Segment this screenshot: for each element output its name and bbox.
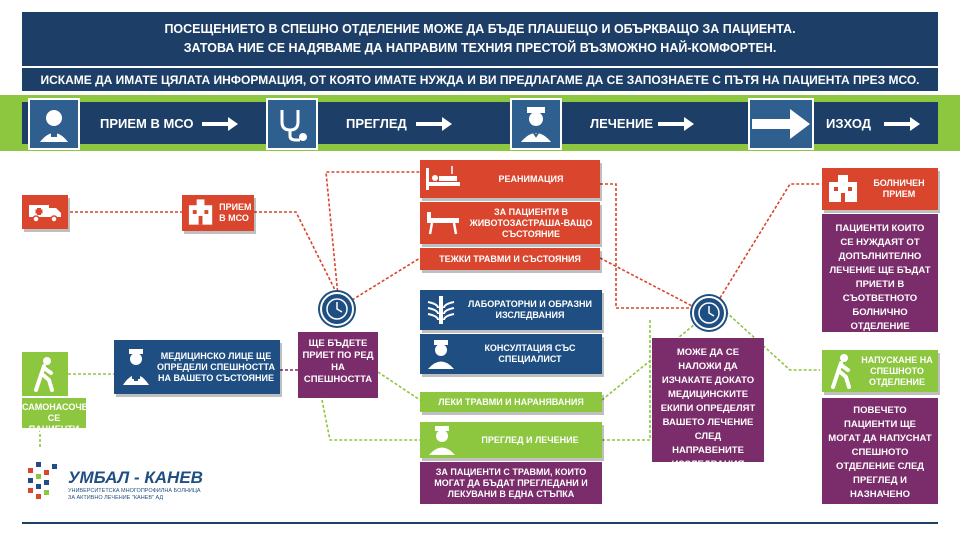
lab-box: ЛАБОРАТОРНИ И ОБРАЗНИ ИЗСЛЕДВАНИЯ [420, 290, 602, 330]
admission-box: ПРИЕМ В МСО [182, 195, 254, 231]
walker-icon [22, 352, 68, 396]
resuscitation-label: РЕАНИМАЦИЯ [498, 173, 564, 184]
admission-label: ПРИЕМ В МСО [219, 202, 252, 223]
lungs-icon [427, 296, 455, 324]
severe-trauma-box: ТЕЖКИ ТРАВМИ И СЪСТОЯНИЯ [420, 248, 600, 270]
discharge-text-box: ПОВЕЧЕТО ПАЦИЕНТИ ЩЕ МОГАТ ДА НАПУСНАТ С… [822, 398, 938, 514]
connector-severe-clock2 [600, 183, 696, 309]
doctor-icon [428, 340, 454, 369]
hospital-logo: УМБАЛ - КАНЕВ УНИВЕРСИТЕТСКА МНОГОПРОФИЛ… [24, 458, 214, 508]
logo-mark-icon [28, 462, 57, 499]
self-referral-box: САМОНАСОЧВАЩИ СЕ ПАЦИЕНТИ [22, 398, 110, 434]
exam-treatment-box: ПРЕГЛЕД И ЛЕЧЕНИЕ [420, 422, 602, 458]
nurse-icon [123, 349, 149, 385]
connector-severe-clock2b [599, 257, 697, 309]
hospital-icon [829, 175, 857, 202]
connector-clock2-hospital [719, 183, 820, 299]
minor-trauma-box: ЛЕКИ ТРАВМИ И НАРАНЯВАНИЯ [420, 392, 602, 412]
connector-received-exam [321, 399, 420, 441]
discharge-label: НАПУСКАНЕ НА СПЕШНОТО ОТДЕЛЕНИЕ [861, 354, 933, 387]
consult-box: КОНСУЛТАЦИЯ СЪС СПЕЦИАЛИСТ [420, 334, 602, 374]
stretcher-icon [427, 212, 459, 235]
triage-label: МЕДИЦИНСКО ЛИЦЕ ЩЕ ОПРЕДЕЛИ СПЕШНОСТТА Н… [157, 350, 275, 383]
one-step-box: ЗА ПАЦИЕНТИ С ТРАВМИ, КОИТО МОГАТ ДА БЪД… [420, 462, 602, 504]
connector-clock-severe [351, 257, 421, 301]
connector-minor-clock2 [601, 319, 701, 401]
hospital-text-box: ПАЦИЕНТИ КОИТО СЕ НУЖДАЯТ ОТ ДОПЪЛНИТЕЛН… [822, 214, 938, 332]
arrow-right-icon [202, 117, 238, 131]
exam-treatment-label: ПРЕГЛЕД И ЛЕЧЕНИЕ [481, 434, 579, 445]
doctor-icon [510, 98, 562, 150]
stage-label-treatment: ЛЕЧЕНИЕ [590, 116, 654, 131]
header-banner: ПОСЕЩЕНИЕТО В СПЕШНО ОТДЕЛЕНИЕ МОЖЕ ДА Б… [22, 12, 938, 66]
received-box: ЩЕ БЪДЕТЕ ПРИЕТ ПО РЕД НА СПЕШНОСТТА [298, 332, 378, 398]
footer-divider [22, 522, 938, 524]
hospital-admission-label: БОЛНИЧЕН ПРИЕМ [873, 178, 925, 199]
discharge-box: НАПУСКАНЕ НА СПЕШНОТО ОТДЕЛЕНИЕ [822, 350, 938, 392]
received-label: ЩЕ БЪДЕТЕ ПРИЕТ ПО РЕД НА СПЕШНОСТТА [302, 338, 374, 385]
connector-clock-resuscitation [325, 171, 420, 297]
connector-received-minor [377, 371, 421, 401]
life-threatening-box: ЗА ПАЦИЕНТИ В ЖИВОТОЗАСТРАША-ВАЩО СЪСТОЯ… [420, 202, 600, 244]
stage-label-exit: ИЗХОД [826, 116, 872, 131]
doctor-icon [429, 426, 455, 455]
nurse-icon [28, 98, 80, 150]
hospital-bed-icon [426, 166, 460, 190]
consult-label: КОНСУЛТАЦИЯ СЪС СПЕЦИАЛИСТ [484, 343, 576, 364]
hospital-admission-box: БОЛНИЧЕН ПРИЕМ [822, 168, 938, 210]
arrow-right-icon [416, 117, 452, 131]
wait-box: МОЖЕ ДА СЕ НАЛОЖИ ДА ИЗЧАКАТЕ ДОКАТО МЕД… [652, 338, 764, 470]
clock-icon [320, 292, 354, 326]
clock-icon [692, 296, 726, 330]
subheader-banner: ИСКАМЕ ДА ИМАТЕ ЦЯЛАТА ИНФОРМАЦИЯ, ОТ КО… [22, 66, 938, 91]
stage-label-admission: ПРИЕМ В МСО [100, 116, 194, 131]
stethoscope-icon [266, 98, 318, 150]
header-line-2: ЗАТОВА НИЕ СЕ НАДЯВАМЕ ДА НАПРАВИМ ТЕХНИ… [183, 41, 777, 55]
logo-name: УМБАЛ - КАНЕВ [68, 468, 203, 487]
life-threatening-label: ЗА ПАЦИЕНТИ В ЖИВОТОЗАСТРАША-ВАЩО СЪСТОЯ… [469, 206, 593, 239]
connector-exam-wait [602, 320, 651, 441]
resuscitation-box: РЕАНИМАЦИЯ [420, 160, 600, 198]
header-line-1: ПОСЕЩЕНИЕТО В СПЕШНО ОТДЕЛЕНИЕ МОЖЕ ДА Б… [164, 22, 796, 36]
connector-admission-clock [254, 211, 339, 297]
exit-arrow-icon [748, 98, 814, 150]
logo-tagline: УНИВЕРСИТЕТСКА МНОГОПРОФИЛНА БОЛНИЦА ЗА … [68, 488, 201, 501]
lab-label: ЛАБОРАТОРНИ И ОБРАЗНИ ИЗСЛЕДВАНИЯ [467, 299, 593, 320]
connector-clock2-discharge [725, 311, 820, 371]
ambulance-icon [22, 195, 68, 229]
hospital-icon [188, 199, 213, 225]
walker-icon [831, 354, 851, 389]
arrow-right-icon [884, 117, 920, 131]
triage-box: МЕДИЦИНСКО ЛИЦЕ ЩЕ ОПРЕДЕЛИ СПЕШНОСТТА Н… [114, 340, 280, 394]
stage-label-exam: ПРЕГЛЕД [346, 116, 407, 131]
arrow-right-icon [658, 117, 694, 131]
